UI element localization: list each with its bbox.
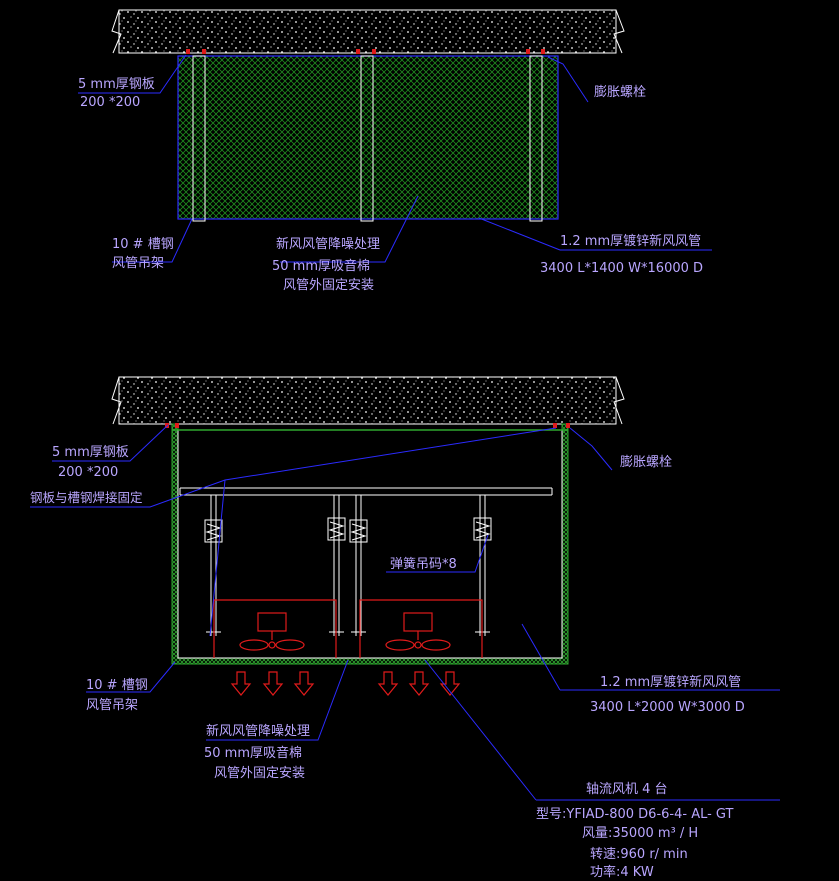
fan-power: 功率:4 KW [590, 864, 654, 880]
top-duct-label-1: 1.2 mm厚镀锌新风风管 [560, 233, 701, 249]
top-channel-label-2: 风管吊架 [112, 256, 164, 271]
spring-hanger-label: 弹簧吊码*8 [390, 556, 457, 572]
insulation-shell [171, 423, 569, 665]
bottom-channel-label-2: 风管吊架 [86, 698, 138, 713]
spring-hangers [204, 495, 492, 636]
slab-break-left [111, 9, 122, 54]
slab-break-left-b [111, 376, 122, 425]
leaders-bottom [30, 424, 780, 801]
axial-fan-left [213, 599, 337, 658]
top-noise-label-1: 新风风管降噪处理 [276, 236, 380, 252]
duct-body-top [177, 55, 559, 220]
anchor-bolts-top [186, 49, 545, 54]
top-view: 5 mm厚钢板 200 *200 膨胀螺栓 10 # 槽钢 风管吊架 新风风管降… [78, 9, 712, 293]
hanger-channels-top [192, 55, 543, 222]
fan-title: 轴流风机 4 台 [586, 782, 668, 797]
bottom-steel-plate-label-2: 200 *200 [58, 465, 118, 480]
bottom-noise-label-3: 风管外固定安装 [214, 766, 305, 781]
weld-label: 钢板与槽钢焊接固定 [30, 490, 143, 505]
bottom-view: 5 mm厚钢板 200 *200 钢板与槽钢焊接固定 膨胀螺栓 弹簧吊码*8 1… [30, 376, 780, 880]
top-steel-plate-label-1: 5 mm厚钢板 [78, 77, 155, 92]
leaders-top [78, 54, 712, 263]
bottom-noise-label-2: 50 mm厚吸音棉 [204, 745, 302, 761]
duct-body-bottom [177, 429, 563, 659]
top-noise-label-3: 风管外固定安装 [283, 278, 374, 293]
axial-fan-right [359, 599, 483, 658]
bottom-duct-label-1: 1.2 mm厚镀锌新风风管 [600, 674, 741, 690]
fan-model: 型号:YFIAD-800 D6-6-4- AL- GT [536, 807, 734, 822]
top-steel-plate-label-2: 200 *200 [80, 95, 140, 110]
channel-rail [179, 487, 553, 496]
concrete-slab-bottom [118, 376, 617, 425]
bottom-duct-label-2: 3400 L*2000 W*3000 D [590, 700, 745, 715]
bottom-steel-plate-label-1: 5 mm厚钢板 [52, 445, 129, 460]
slab-break-right [613, 9, 625, 54]
top-duct-label-2: 3400 L*1400 W*16000 D [540, 261, 703, 276]
bottom-anchor-bolt-label: 膨胀螺栓 [620, 455, 672, 470]
fan-speed: 转速:960 r/ min [590, 847, 688, 862]
slab-break-right-b [613, 376, 625, 425]
fan-airflow: 风量:35000 m³ / H [582, 826, 698, 841]
bottom-channel-label-1: 10 # 槽钢 [86, 678, 148, 693]
top-channel-label-1: 10 # 槽钢 [112, 237, 174, 252]
concrete-slab-top [118, 9, 617, 54]
bottom-noise-label-1: 新风风管降噪处理 [206, 723, 310, 739]
top-noise-label-2: 50 mm厚吸音棉 [272, 258, 370, 274]
airflow-arrows [230, 671, 461, 696]
top-anchor-bolt-label: 膨胀螺栓 [594, 85, 646, 100]
